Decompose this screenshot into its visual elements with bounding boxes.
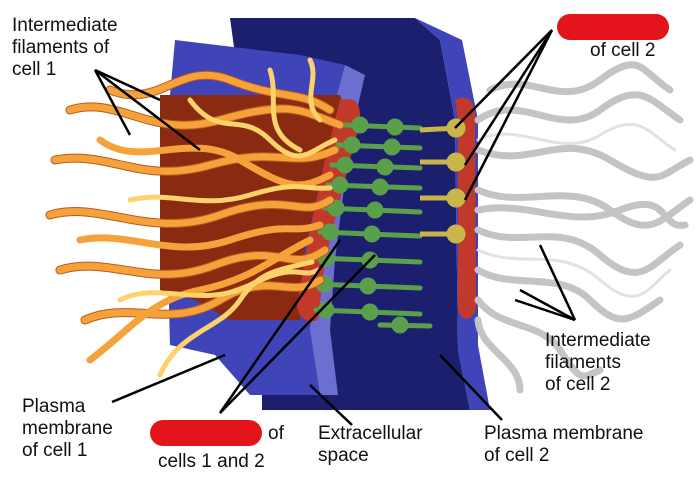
label-plasma-membrane-cell1: Plasma membrane of cell 1 — [22, 396, 113, 461]
label-of: of — [268, 423, 284, 444]
label-plasma-membrane-cell2: Plasma membrane of cell 2 — [484, 423, 644, 466]
leader-lines — [93, 29, 577, 426]
cadherin-row-9 — [313, 301, 423, 321]
cadherin-row-3 — [329, 156, 423, 176]
cadherin-row-6 — [317, 223, 423, 243]
label-intermediate-filaments-cell2: Intermediate filaments of cell 2 — [545, 330, 651, 395]
cell2-intermediate-filaments — [474, 61, 694, 394]
cadherin-proteins — [311, 116, 433, 334]
label-extracellular-space: Extracellular space — [318, 423, 423, 466]
cadherin-row-4 — [325, 176, 423, 196]
cell2-plaque — [455, 97, 477, 319]
label-intermediate-filaments-cell1: Intermediate filaments of cell 1 — [12, 15, 118, 80]
cell2-filament-highlights — [476, 122, 677, 298]
redacted-label-cells12 — [150, 420, 262, 446]
cadherin-row-1 — [342, 116, 423, 136]
label-cells-1-and-2: cells 1 and 2 — [158, 451, 265, 472]
redacted-label-cell2 — [557, 14, 669, 40]
cadherin-row-2 — [335, 136, 423, 156]
cadherin-row-10 — [377, 316, 433, 334]
cell2-plaque-knobs — [419, 118, 466, 244]
cadherin-row-5 — [321, 199, 423, 219]
label-of-cell2: of cell 2 — [590, 40, 656, 61]
cadherin-row-8 — [311, 275, 423, 295]
